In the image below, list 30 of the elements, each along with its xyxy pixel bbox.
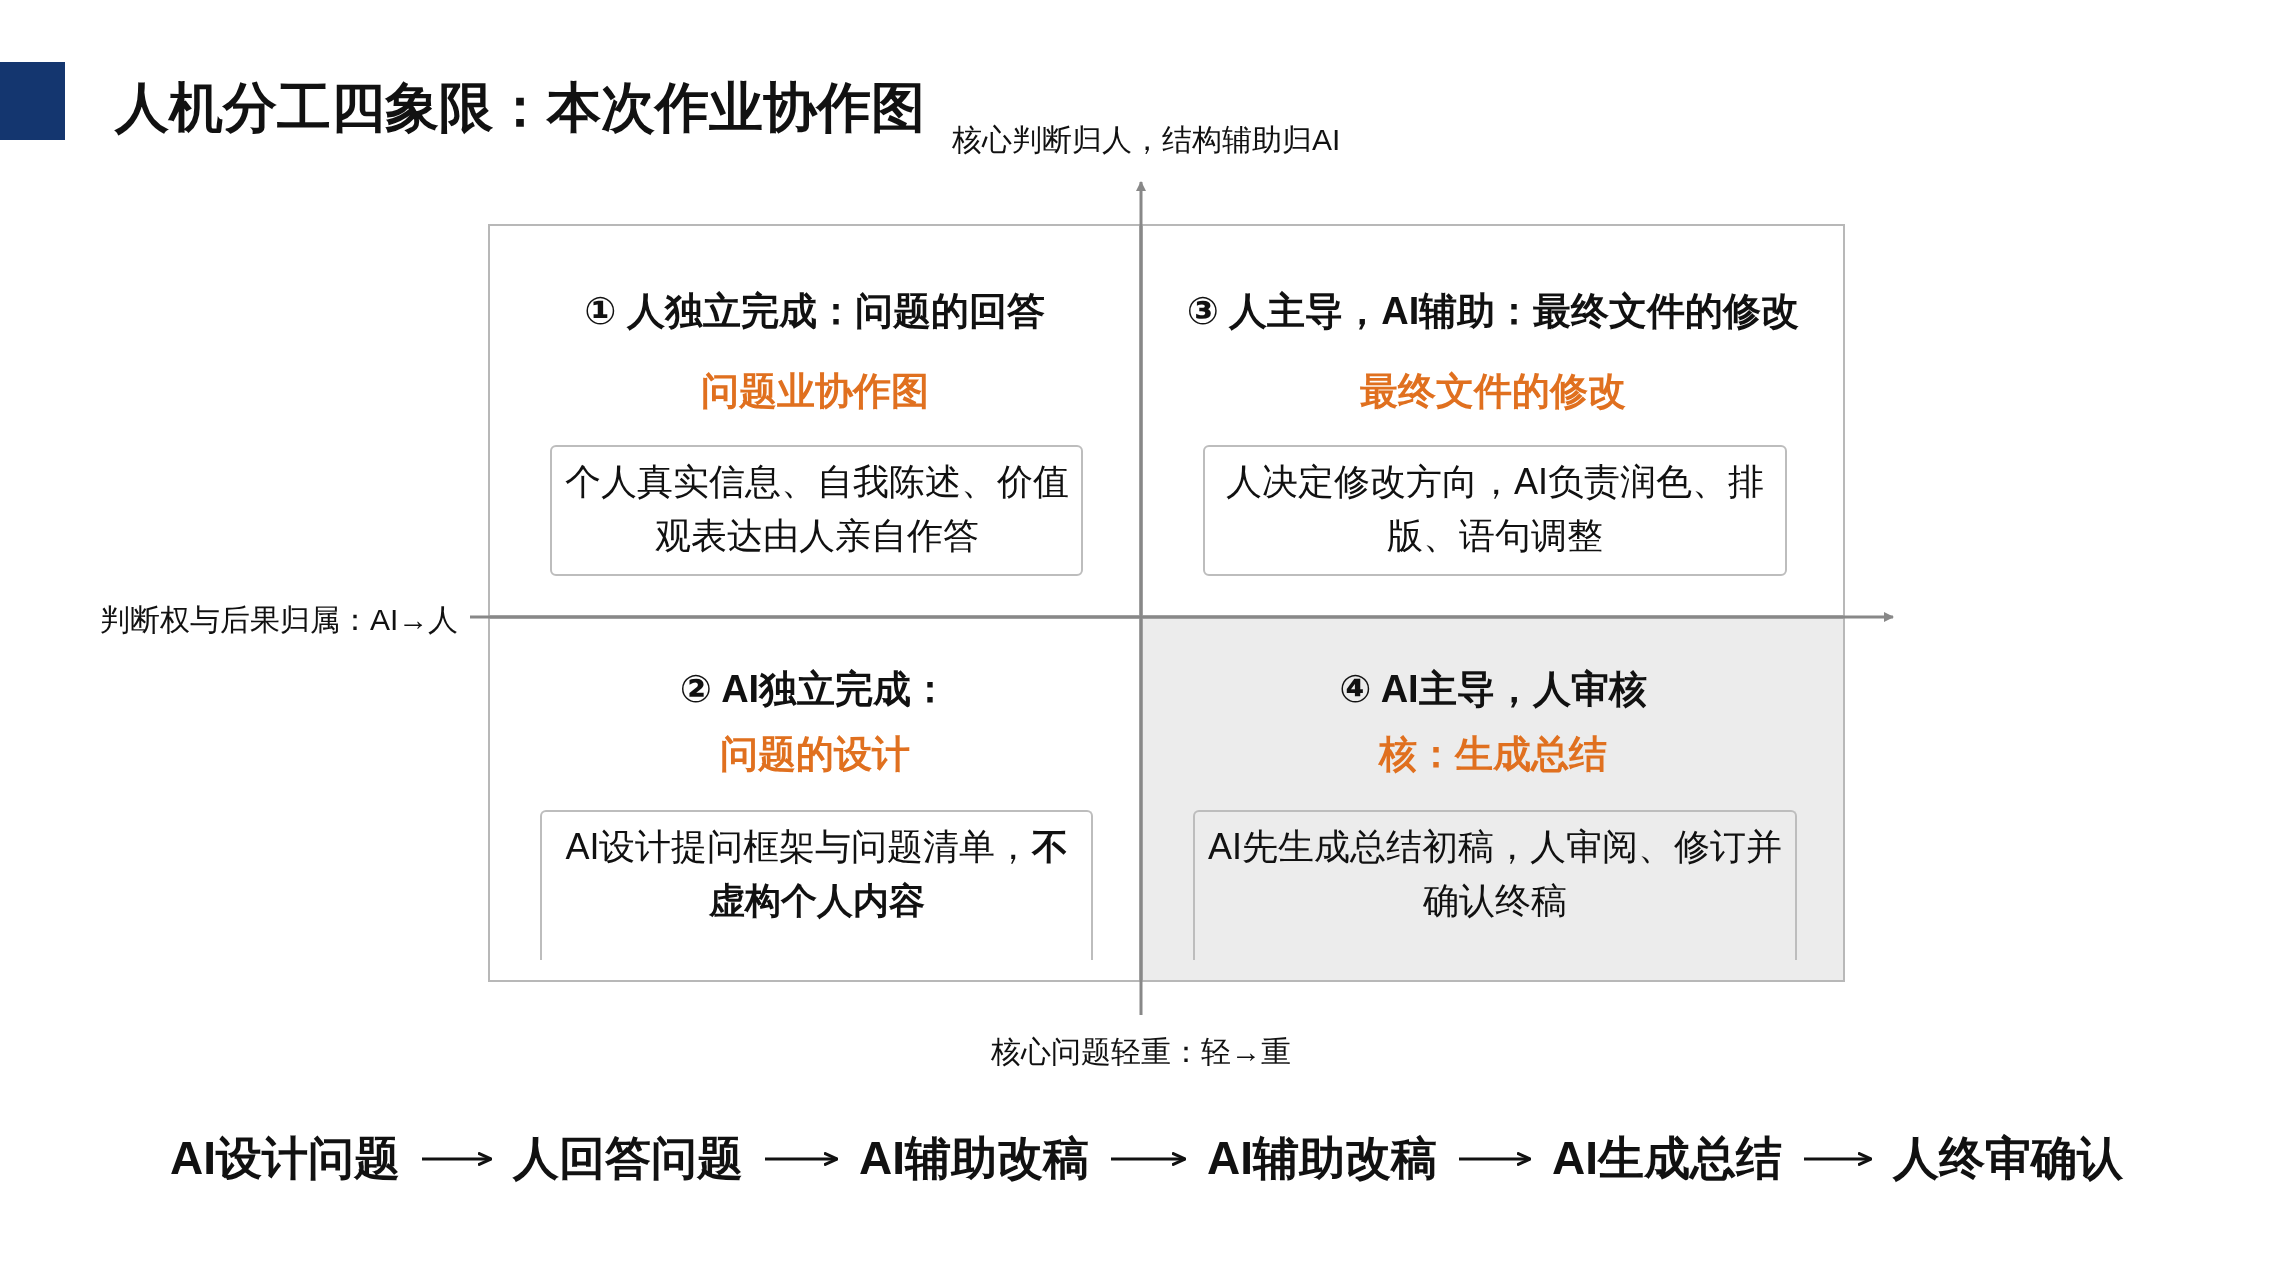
description-box: AI设计提问框架与问题清单，不虚构个人内容 [540, 810, 1093, 960]
quadrant-heading: ③ 人主导，AI辅助：最终文件的修改 [1185, 289, 1801, 334]
flow-arrow [1111, 1151, 1187, 1167]
description-box: 个人真实信息、自我陈述、价值观表达由人亲自作答 [550, 445, 1083, 576]
step-label: AI辅助改稿 [1207, 1128, 1437, 1190]
flow-arrow [422, 1151, 493, 1167]
step-label: 人终审确认 [1893, 1128, 2123, 1190]
description-box: 人决定修改方向，AI负责润色、排版、语句调整 [1203, 445, 1787, 576]
quadrant-subheading: 问题业协作图 [699, 369, 930, 414]
page-title: 人机分工四象限：本次作业协作图 [115, 76, 925, 139]
quadrant-heading: ④ AI主导，人审核 [1338, 667, 1648, 712]
flow-arrow [765, 1151, 839, 1167]
step-label: 人回答问题 [513, 1128, 743, 1190]
axis-label: 核心判断归人，结构辅助归AI [952, 122, 1341, 158]
quadrant-panel [1141, 224, 1845, 617]
quadrant-heading: ② AI独立完成： [678, 667, 951, 712]
step-label: AI生成总结 [1552, 1128, 1782, 1190]
quadrant-panel [488, 224, 1141, 617]
flow-arrow [1804, 1151, 1873, 1167]
flow-arrow [1459, 1151, 1532, 1167]
quadrant-panel [1141, 617, 1845, 982]
quadrant-subheading: 问题的设计 [718, 732, 911, 777]
description-box: AI先生成总结初稿，人审阅、修订并确认终稿 [1193, 810, 1797, 960]
quadrant-heading: ① 人独立完成：问题的回答 [583, 289, 1046, 334]
quadrant-panel [488, 617, 1141, 982]
quadrant-subheading: 最终文件的修改 [1359, 369, 1627, 414]
quadrant-subheading: 核：生成总结 [1377, 732, 1608, 777]
step-label: AI辅助改稿 [859, 1128, 1089, 1190]
step-label: AI设计问题 [170, 1128, 400, 1190]
axis-label: 核心问题轻重：轻→重 [991, 1034, 1291, 1070]
